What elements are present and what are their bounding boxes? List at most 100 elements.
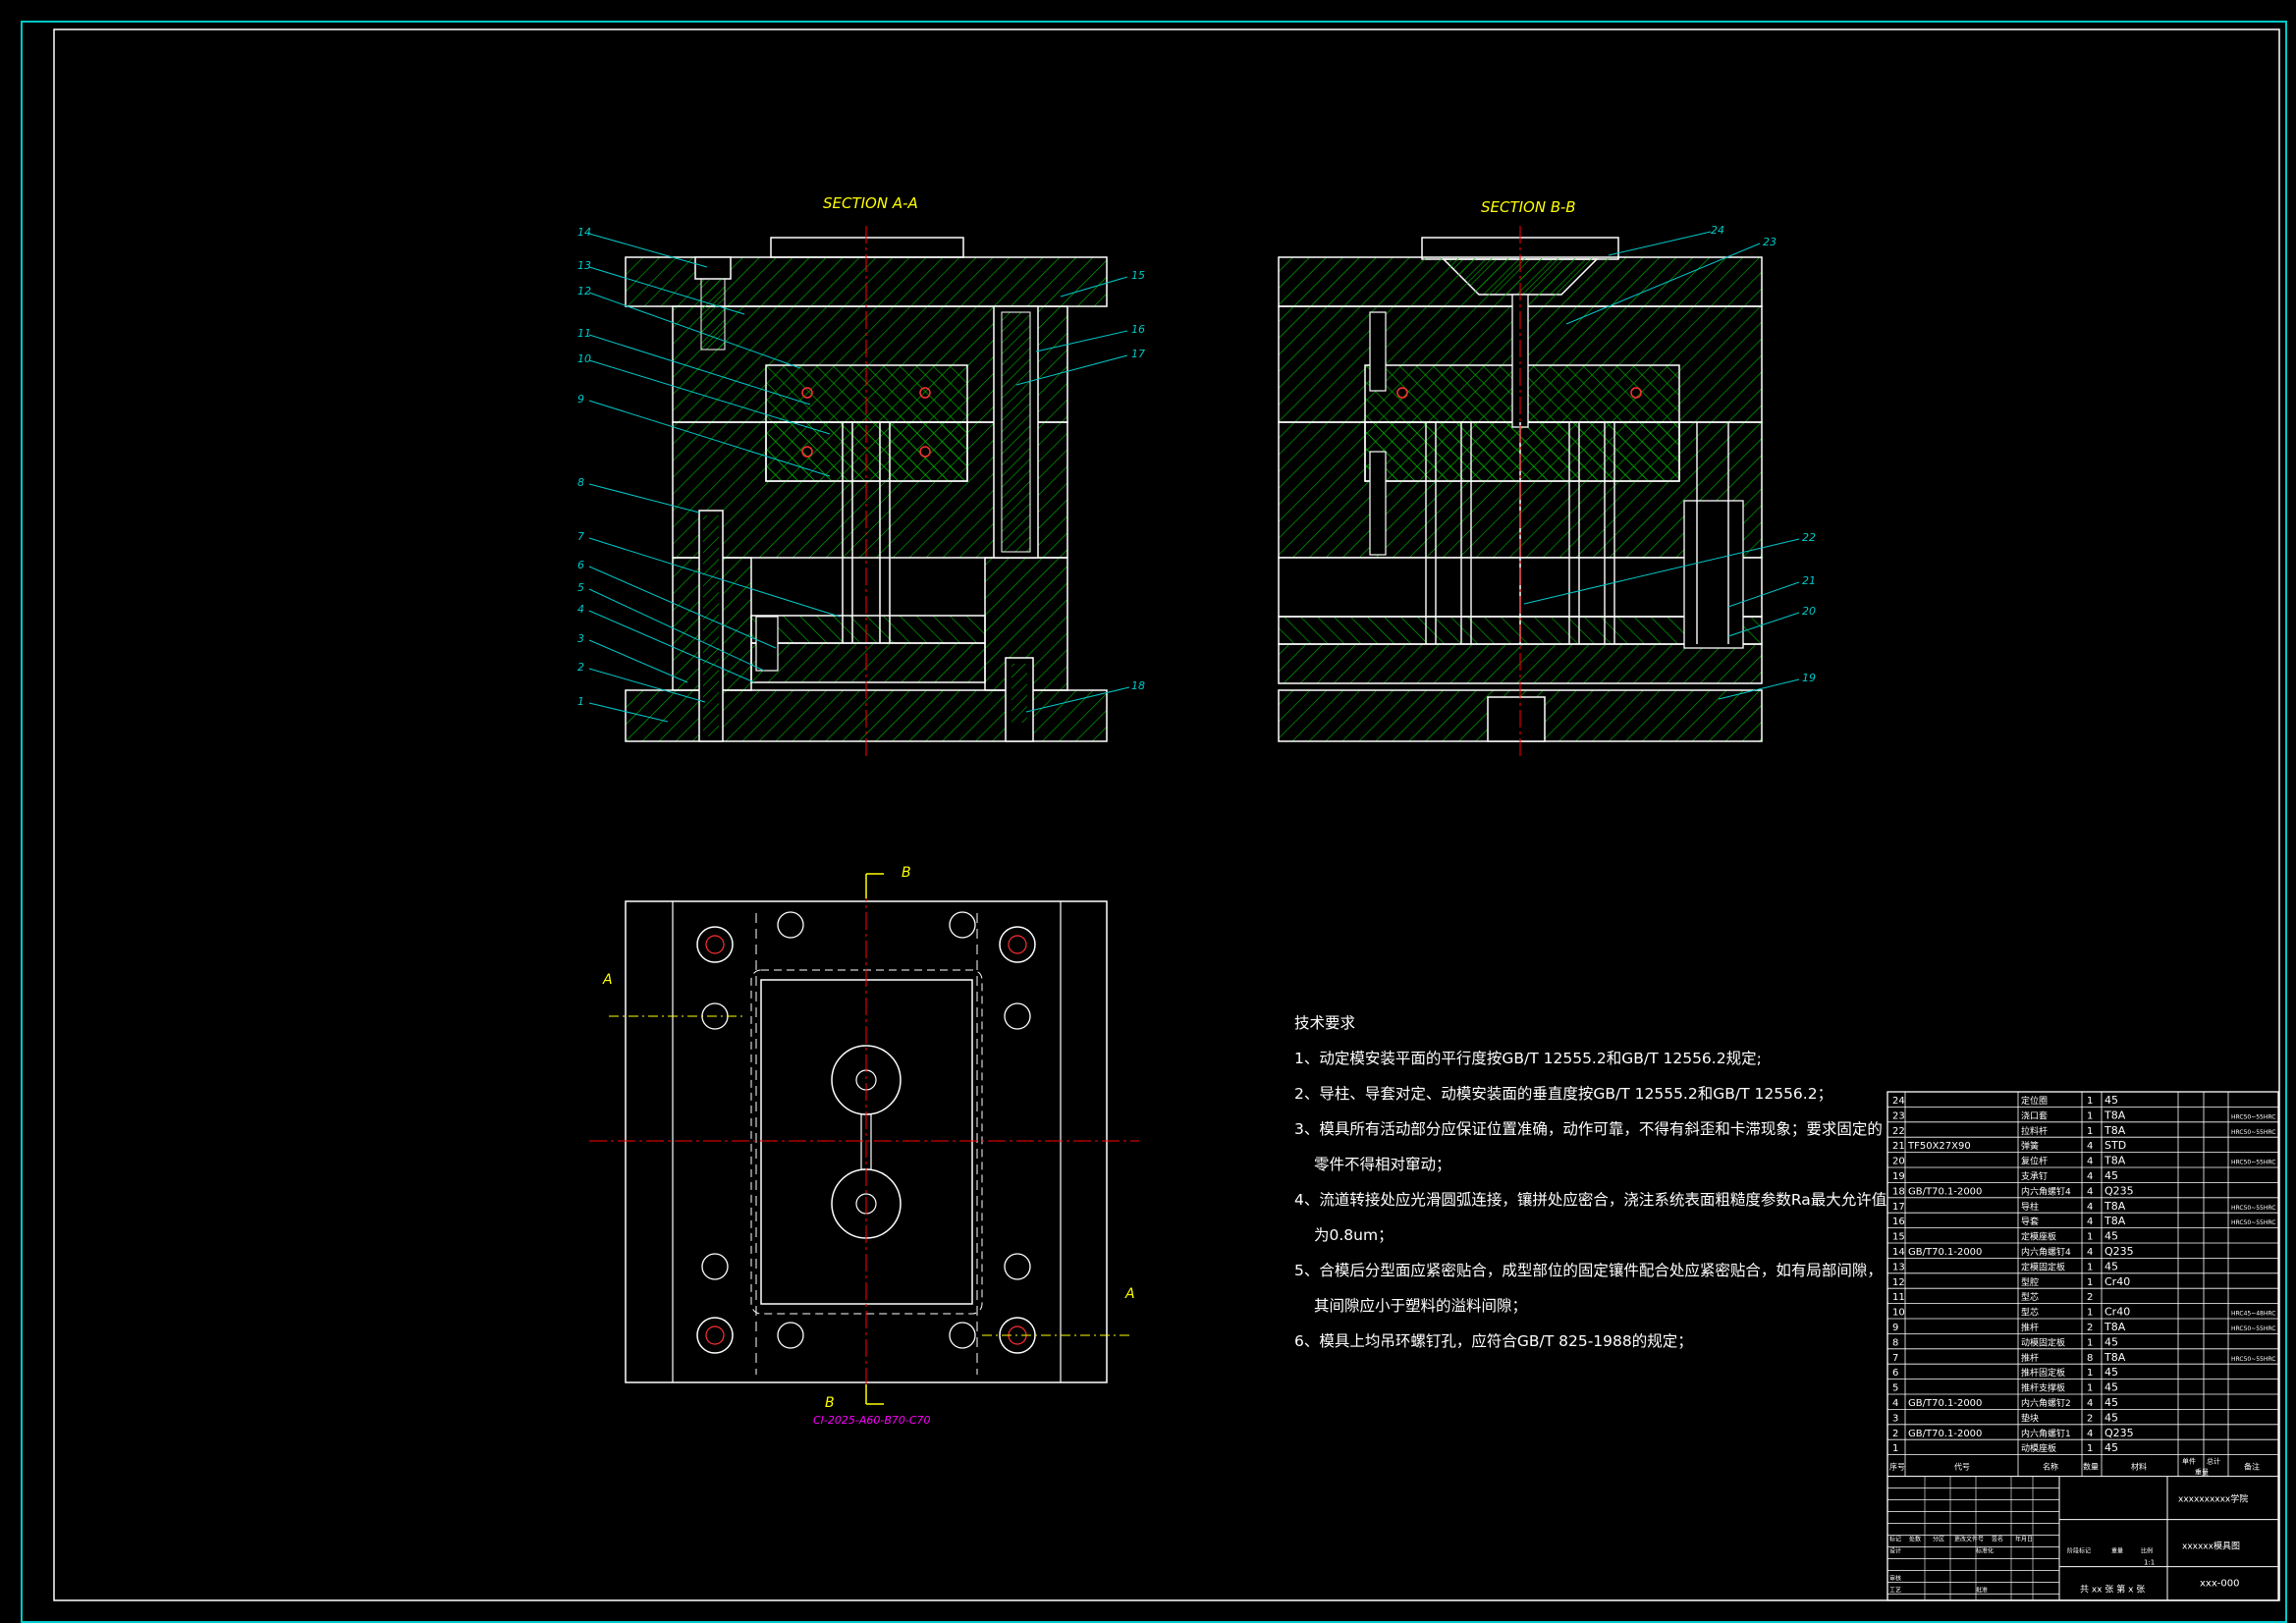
- bom-header-name: 名称: [2043, 1462, 2058, 1472]
- tech-item-4-cont: 为0.8um；: [1314, 1226, 1394, 1244]
- outer-frame: [21, 21, 2287, 1623]
- bom-header-unit-weight: 单件: [2182, 1457, 2196, 1466]
- bom-std: GB/T70.1-2000: [1908, 1398, 1982, 1409]
- bom-name: 推杆固定板: [2021, 1367, 2065, 1379]
- bom-name: 型芯: [2021, 1291, 2039, 1303]
- balloon-6: 6: [577, 559, 584, 571]
- cut-label-b-top: B: [902, 865, 911, 881]
- bom-name: 内六角螺钉4: [2021, 1246, 2071, 1258]
- bom-qty: 1: [2087, 1368, 2093, 1379]
- bom-header-total-weight: 总计: [2207, 1457, 2220, 1466]
- balloon-21: 21: [1802, 574, 1816, 587]
- label-standard: 标准化: [1976, 1547, 1994, 1555]
- balloon-7: 7: [577, 530, 584, 543]
- bom-material: T8A: [2104, 1109, 2126, 1121]
- bom-no: 15: [1892, 1232, 1905, 1243]
- drawing-number: xxx-000: [2200, 1579, 2239, 1590]
- bom-material: Q235: [2105, 1427, 2134, 1439]
- bom-qty: 1: [2087, 1110, 2093, 1121]
- balloon-9: 9: [577, 393, 584, 406]
- tech-item-1: 1、动定模安装平面的平行度按GB/T 12555.2和GB/T 12556.2规…: [1294, 1050, 1762, 1067]
- bom-note: HRC50~55HRC: [2231, 1356, 2275, 1363]
- bom-qty: 2: [2087, 1323, 2093, 1333]
- bom-name: 支承钉: [2021, 1170, 2048, 1182]
- section-b-view: SECTION B-B: [1278, 198, 1763, 756]
- bom-note: HRC50~55HRC: [2231, 1219, 2275, 1226]
- bom-qty: 1: [2087, 1308, 2093, 1319]
- sheet-count: 共 xx 张 第 x 张: [2080, 1584, 2145, 1596]
- bom-header-note: 备注: [2244, 1462, 2260, 1472]
- bom-qty: 1: [2087, 1277, 2093, 1288]
- bom-qty: 1: [2087, 1262, 2093, 1272]
- balloon-10: 10: [577, 352, 591, 365]
- bom-qty: 4: [2087, 1247, 2093, 1258]
- label-mark: 标记: [1889, 1536, 1901, 1543]
- bom-name: 定位圈: [2021, 1095, 2048, 1107]
- bom-material: Cr40: [2105, 1275, 2130, 1288]
- bom-no: 5: [1892, 1383, 1898, 1394]
- technical-requirements: 技术要求 1、动定模安装平面的平行度按GB/T 12555.2和GB/T 125…: [1294, 1005, 1887, 1359]
- bom-name: 垫块: [2021, 1412, 2039, 1424]
- balloon-1: 1: [577, 695, 584, 708]
- drawing-scale: 1:1: [2144, 1559, 2155, 1567]
- bom-name: 内六角螺钉1: [2021, 1428, 2071, 1439]
- tech-title: 技术要求: [1294, 1014, 1356, 1032]
- bom-name: 型芯: [2021, 1307, 2039, 1319]
- bom-name: 推杆: [2021, 1352, 2039, 1364]
- bom-name: 型腔: [2021, 1276, 2039, 1288]
- tech-item-4: 4、流道转接处应光滑圆弧连接，镶拼处应密合，浇注系统表面粗糙度参数Ra最大允许值: [1294, 1191, 1887, 1209]
- bom-qty: 2: [2087, 1292, 2093, 1303]
- bom-name: 导柱: [2021, 1201, 2039, 1213]
- bom-qty: 8: [2087, 1353, 2093, 1364]
- bom-no: 23: [1892, 1110, 1905, 1121]
- bom-material: T8A: [2104, 1124, 2126, 1137]
- balloon-11: 11: [577, 327, 591, 340]
- balloon-24: 24: [1711, 224, 1724, 237]
- plan-caption: CI-2025-A60-B70-C70: [813, 1414, 931, 1427]
- tech-item-6: 6、模具上均吊环螺钉孔，应符合GB/T 825-1988的规定；: [1294, 1332, 1693, 1350]
- bom-no: 16: [1892, 1217, 1905, 1227]
- bom-note: HRC50~55HRC: [2231, 1205, 2275, 1212]
- bom-qty: 4: [2087, 1171, 2093, 1182]
- bom-no: 6: [1892, 1368, 1898, 1379]
- bom-note: HRC50~55HRC: [2231, 1325, 2275, 1332]
- bom-no: 9: [1892, 1323, 1898, 1333]
- balloon-19: 19: [1802, 672, 1816, 684]
- section-a-balloons: 14 13 12 11 10 9 8 7 6 5 4 3 2 1 15 16 1…: [577, 226, 1145, 723]
- bom-qty: 1: [2087, 1443, 2093, 1454]
- bom-qty: 4: [2087, 1186, 2093, 1197]
- bom-note: HRC50~55HRC: [2231, 1113, 2275, 1120]
- bom-no: 7: [1892, 1353, 1898, 1364]
- bom-material: 45: [2105, 1366, 2118, 1379]
- bom-material: 45: [2105, 1441, 2118, 1454]
- inner-frame: [53, 28, 2280, 1601]
- label-design: 设计: [1889, 1547, 1901, 1555]
- bom-material: STD: [2105, 1139, 2126, 1152]
- bom-no: 21: [1892, 1141, 1905, 1152]
- bom-qty: 4: [2087, 1398, 2093, 1409]
- balloon-20: 20: [1802, 605, 1816, 618]
- bom-no: 22: [1892, 1126, 1905, 1137]
- bom-material: Q235: [2105, 1245, 2134, 1258]
- bom-std: GB/T70.1-2000: [1908, 1429, 1982, 1439]
- bom-material: 45: [2105, 1094, 2118, 1107]
- bom-name: 动模座板: [2021, 1442, 2056, 1454]
- bom-material: 45: [2105, 1169, 2118, 1182]
- bom-name: 浇口套: [2021, 1109, 2048, 1121]
- bom-name: 定模座板: [2021, 1231, 2056, 1243]
- tech-item-3: 3、模具所有活动部分应保证位置准确，动作可靠，不得有斜歪和卡滞现象；要求固定的: [1294, 1120, 1883, 1138]
- bom-header-no: 序号: [1889, 1462, 1905, 1472]
- bom-no: 4: [1892, 1398, 1898, 1409]
- section-a-view: SECTION A-A: [625, 194, 1108, 756]
- bom-name: 复位杆: [2021, 1156, 2048, 1167]
- bom-no: 17: [1892, 1202, 1905, 1213]
- bom-no: 2: [1892, 1429, 1898, 1439]
- label-weight: 重量: [2111, 1547, 2123, 1555]
- bom-name: 拉料杆: [2021, 1125, 2048, 1137]
- bom-qty: 4: [2087, 1141, 2093, 1152]
- cut-label-a-left: A: [602, 972, 613, 988]
- balloon-5: 5: [577, 581, 584, 594]
- school-name: xxxxxxxxxx学院: [2178, 1493, 2248, 1505]
- balloon-4: 4: [577, 603, 584, 616]
- bom-no: 11: [1892, 1292, 1905, 1303]
